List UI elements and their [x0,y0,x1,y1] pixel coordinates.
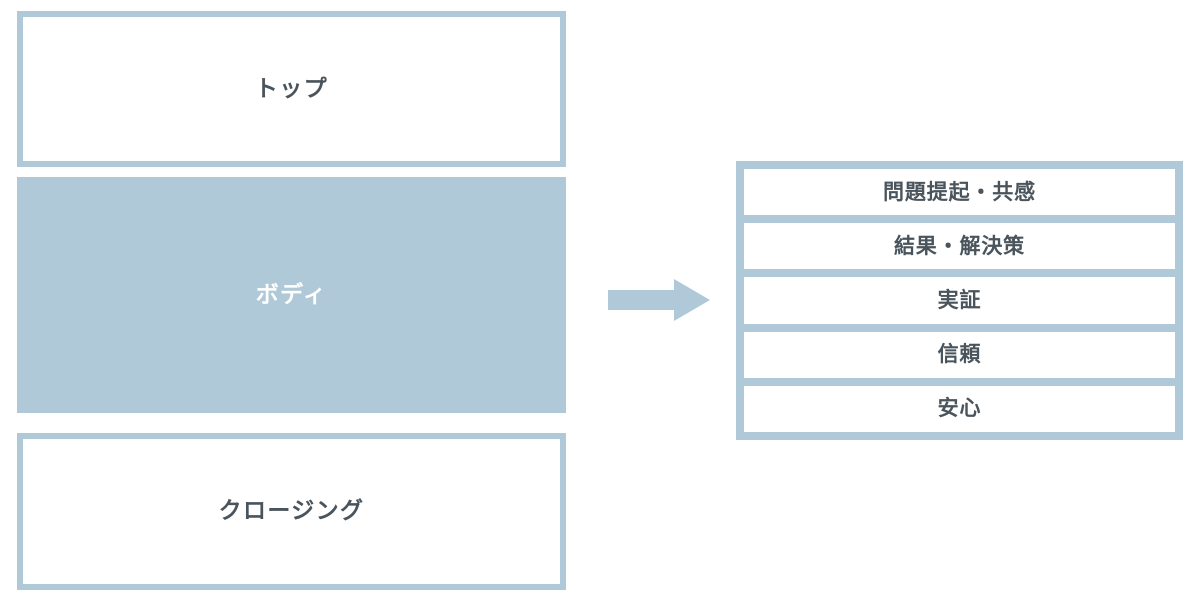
right-panel: 問題提起・共感 結果・解決策 実証 信頼 安心 [736,161,1183,440]
sub-box-reassurance-label: 安心 [937,396,982,421]
sub-box-proof[interactable]: 実証 [744,277,1175,324]
sub-box-reassurance[interactable]: 安心 [744,385,1175,433]
stage-box-closing[interactable]: クロージング [17,433,566,590]
stage-box-closing-label: クロージング [218,498,365,524]
sub-box-trust-label: 信頼 [937,342,982,367]
stage-box-body[interactable]: ボディ [17,177,566,413]
sub-box-proof-label: 実証 [937,288,982,312]
sub-box-result-solution[interactable]: 結果・解決策 [744,223,1175,270]
sub-box-problem-empathy-label: 問題提起・共感 [883,179,1036,204]
sub-box-result-solution-label: 結果・解決策 [893,233,1026,258]
stage-box-top[interactable]: トップ [17,11,566,167]
sub-box-problem-empathy[interactable]: 問題提起・共感 [744,169,1175,216]
stage-box-top-label: トップ [254,75,329,102]
sub-box-trust[interactable]: 信頼 [744,331,1175,378]
stage-box-body-label: ボディ [255,281,328,308]
arrow-right-icon [608,276,710,324]
left-column: トップ ボディ クロージング [17,11,566,590]
